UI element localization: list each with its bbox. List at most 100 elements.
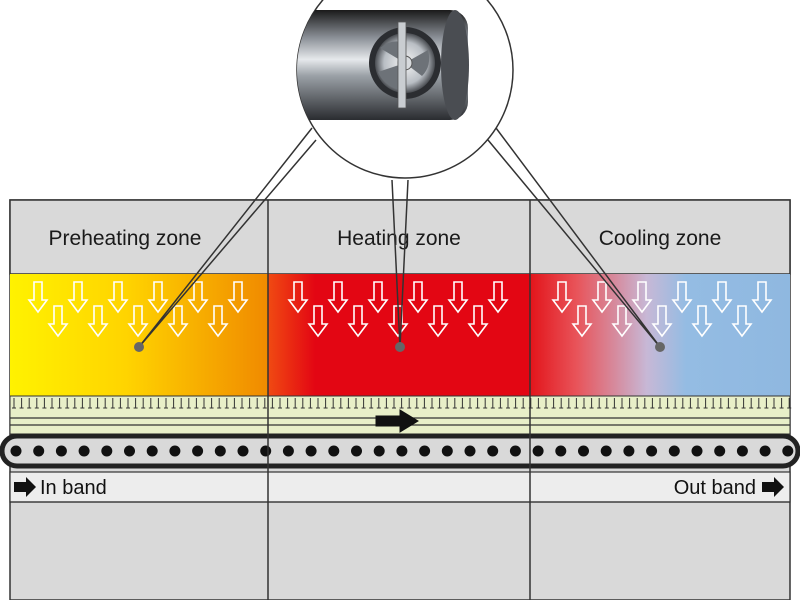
- nozzle-pin: [361, 398, 366, 409]
- nozzle-pin: [171, 398, 176, 409]
- nozzle-pin: [141, 398, 146, 409]
- nozzle-pin: [506, 398, 510, 409]
- roller: [146, 445, 158, 457]
- nozzle-pin: [414, 398, 419, 409]
- nozzle-pin: [164, 398, 168, 409]
- down-arrow-icon: [731, 305, 753, 338]
- roller: [351, 445, 362, 457]
- nozzle-pin: [635, 398, 640, 409]
- nozzle-pin: [95, 398, 100, 409]
- nozzle-pin: [756, 398, 761, 409]
- nozzle-pin: [711, 398, 716, 409]
- down-arrow-icon: [147, 281, 169, 314]
- nozzle-pin: [88, 398, 92, 409]
- nozzle-pin: [551, 398, 556, 409]
- nozzle-pin: [718, 398, 723, 409]
- roller: [464, 445, 476, 457]
- roller: [532, 445, 544, 457]
- roller: [396, 445, 408, 457]
- in-band-arrow-icon: [14, 477, 36, 497]
- roller: [555, 445, 567, 457]
- down-arrow-icon: [671, 281, 693, 314]
- nozzle-pin: [726, 398, 731, 409]
- nozzle-pin: [179, 398, 184, 409]
- callout-point-heat: [395, 342, 405, 352]
- nozzle-pin: [186, 398, 191, 409]
- roller: [55, 445, 67, 457]
- nozzle-pin: [323, 398, 328, 409]
- nozzle-pin: [536, 398, 541, 409]
- nozzle-pin: [437, 398, 442, 409]
- nozzle-pin: [407, 398, 412, 409]
- down-arrow-icon: [167, 305, 189, 338]
- down-arrow-icon: [327, 281, 349, 314]
- nozzle-pin: [452, 398, 457, 409]
- nozzle-pin: [772, 398, 776, 409]
- nozzle-pin: [779, 398, 784, 409]
- nozzle-pin: [338, 398, 343, 409]
- nozzle-pin: [544, 398, 548, 409]
- nozzle-pin: [422, 398, 427, 409]
- nozzle-pin: [247, 398, 252, 409]
- nozzle-pin: [133, 398, 138, 409]
- down-arrow-icon: [631, 281, 653, 314]
- down-arrow-icon: [651, 305, 673, 338]
- down-arrow-icon: [287, 281, 309, 314]
- down-arrow-icon: [591, 281, 613, 314]
- out-band-arrow-icon: [762, 477, 784, 497]
- roller: [441, 445, 453, 457]
- roller: [169, 445, 181, 457]
- in-band-label: In band: [40, 477, 107, 499]
- nozzle-pin: [262, 398, 267, 409]
- nozzle-pin: [27, 398, 32, 409]
- nozzle-pin: [741, 398, 746, 409]
- callout-point-preheat: [134, 342, 144, 352]
- nozzle-pin: [110, 398, 115, 409]
- nozzle-pin: [460, 398, 465, 409]
- nozzle-pin: [559, 398, 564, 409]
- conveyor-rollers: [10, 445, 794, 457]
- nozzle-pin: [103, 398, 108, 409]
- nozzle-pin: [475, 398, 480, 409]
- nozzle-pin: [202, 398, 206, 409]
- nozzle-pin: [521, 398, 526, 409]
- nozzle-pin: [148, 398, 153, 409]
- nozzle-pin: [240, 398, 244, 409]
- nozzle-pin: [369, 398, 374, 409]
- nozzle-pin: [224, 398, 229, 409]
- roller: [282, 445, 294, 457]
- roller: [487, 445, 499, 457]
- nozzle-pin: [787, 398, 792, 409]
- nozzle-pin: [209, 398, 214, 409]
- out-band-label: Out band: [674, 477, 756, 499]
- nozzle-pin: [34, 398, 39, 409]
- nozzle-pin: [574, 398, 579, 409]
- nozzle-pin: [445, 398, 450, 409]
- nozzle-pin: [483, 398, 488, 409]
- roller: [260, 445, 272, 457]
- roller: [736, 445, 748, 457]
- band-label-strip: [9, 471, 791, 503]
- nozzle-pin: [680, 398, 685, 409]
- nozzle-pin: [217, 398, 222, 409]
- nozzle-pin: [498, 398, 503, 409]
- nozzle-pin: [278, 398, 282, 409]
- nozzle-pin: [19, 398, 24, 409]
- down-arrow-icon: [467, 305, 489, 338]
- nozzle-pin: [376, 398, 381, 409]
- down-arrow-icon: [407, 281, 429, 314]
- nozzle-pin: [308, 398, 313, 409]
- nozzle-pin: [72, 398, 77, 409]
- nozzle-pin: [612, 398, 617, 409]
- nozzle-pin: [642, 398, 647, 409]
- nozzle-pin: [12, 398, 16, 409]
- roller: [124, 445, 135, 457]
- nozzle-pin: [399, 398, 404, 409]
- nozzle-pin: [126, 398, 130, 409]
- down-arrow-icon: [551, 281, 573, 314]
- nozzle-pin: [620, 398, 624, 409]
- down-arrow-icon: [447, 281, 469, 314]
- down-arrow-icon: [87, 305, 109, 338]
- nozzle-pin: [604, 398, 609, 409]
